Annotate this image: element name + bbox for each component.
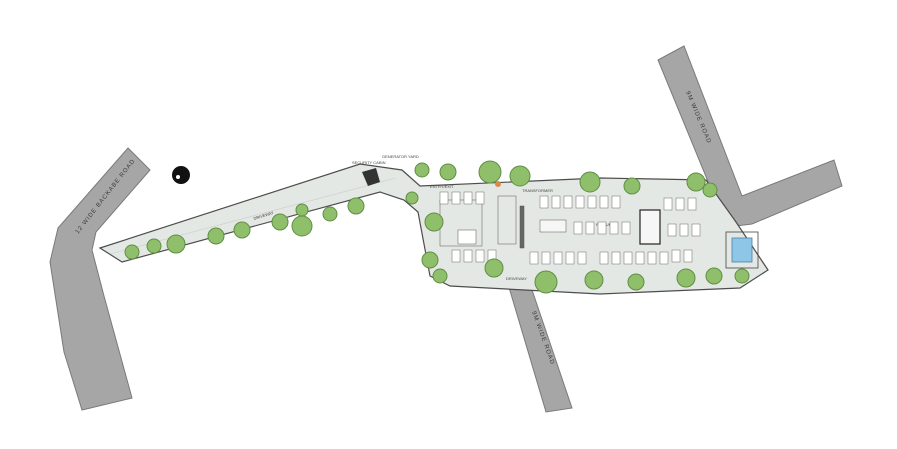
tree (439, 163, 457, 181)
tree (124, 244, 140, 260)
trees-block (405, 160, 750, 294)
driveway-south-label: DRIVEWAY (506, 276, 527, 281)
parking-stalls-bottom (451, 249, 693, 265)
southwest-road (49, 147, 151, 411)
tree (295, 203, 309, 217)
tree (146, 238, 162, 254)
tree (509, 165, 531, 187)
southwest-road-label: 12 WIDE BACKABE ROAD (75, 158, 137, 235)
tree (405, 191, 419, 205)
tree (686, 172, 706, 192)
north-arrow-marker (172, 166, 190, 184)
entry-marker (495, 181, 501, 187)
tree (291, 215, 313, 237)
tree (705, 267, 723, 285)
north-arrow-dot (176, 175, 180, 179)
tree (702, 182, 718, 198)
generator-label: GENERATOR YARD (382, 154, 419, 159)
tree (166, 234, 186, 254)
tree (534, 270, 558, 294)
tree (414, 162, 430, 178)
trees-strip (124, 197, 365, 260)
transformer-label: TRANSFORMER (522, 188, 553, 193)
tree (347, 197, 365, 215)
parking-stalls-top (439, 191, 697, 211)
driveway-west-label: DRIVEWAY (253, 210, 275, 221)
pool-deck (725, 231, 759, 269)
tree (734, 268, 750, 284)
tree (478, 160, 502, 184)
tree (579, 171, 601, 193)
tree (322, 206, 338, 222)
security-cabin-label: SECURITY CABIN (352, 160, 386, 165)
security-cabin (362, 168, 380, 186)
entry-exit-label: ENTRY/EXIT (430, 184, 454, 189)
tree (676, 268, 696, 288)
tree (623, 177, 641, 195)
tree (421, 251, 439, 269)
tree (233, 221, 251, 239)
building-footprint (439, 195, 661, 249)
tree (432, 268, 448, 284)
tree (207, 227, 225, 245)
tree (627, 273, 645, 291)
swimming-pool (731, 237, 753, 263)
parking-stalls-middle (573, 221, 701, 237)
tree (424, 212, 444, 232)
tree (271, 213, 289, 231)
south-road (507, 283, 573, 413)
tree (584, 270, 604, 290)
tree (484, 258, 504, 278)
